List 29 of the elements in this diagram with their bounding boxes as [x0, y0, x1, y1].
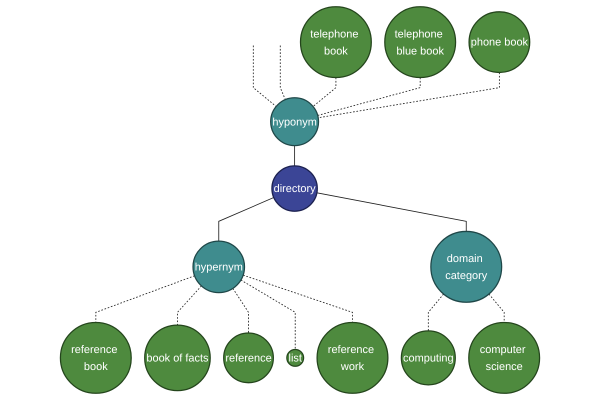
- dashed-line: [242, 274, 353, 323]
- circle-node: computer science: [468, 322, 540, 394]
- dashed-line: [240, 280, 296, 350]
- connector-line: [294, 145, 296, 166]
- circle-node: computing: [400, 330, 456, 386]
- circle-node: reference book: [60, 322, 132, 394]
- dashed-line: [177, 285, 202, 326]
- circle-node: reference: [223, 332, 274, 384]
- circle-node: domain category: [430, 230, 502, 303]
- dashed-line: [95, 275, 196, 323]
- dashed-line: [317, 77, 421, 116]
- dashed-line: [312, 77, 336, 107]
- dashed-line: [232, 288, 249, 334]
- circle-node: directory: [271, 165, 318, 212]
- circle-node: telephone blue book: [384, 6, 456, 78]
- circle-node: book of facts: [144, 324, 211, 392]
- circle-node: hyponym: [270, 97, 320, 146]
- dashed-line: [488, 294, 505, 323]
- dashed-line: [318, 72, 500, 118]
- dashed-line: [280, 45, 286, 100]
- dashed-line: [252, 45, 277, 107]
- circle-node: hypernym: [192, 240, 246, 294]
- connector-line: [218, 197, 274, 242]
- connector-line: [316, 192, 467, 232]
- dashed-line: [428, 294, 444, 332]
- circle-node: telephone book: [300, 6, 372, 78]
- circle-node: phone book: [468, 11, 530, 74]
- circle-node: list: [286, 348, 304, 367]
- circle-node: reference work: [316, 322, 389, 394]
